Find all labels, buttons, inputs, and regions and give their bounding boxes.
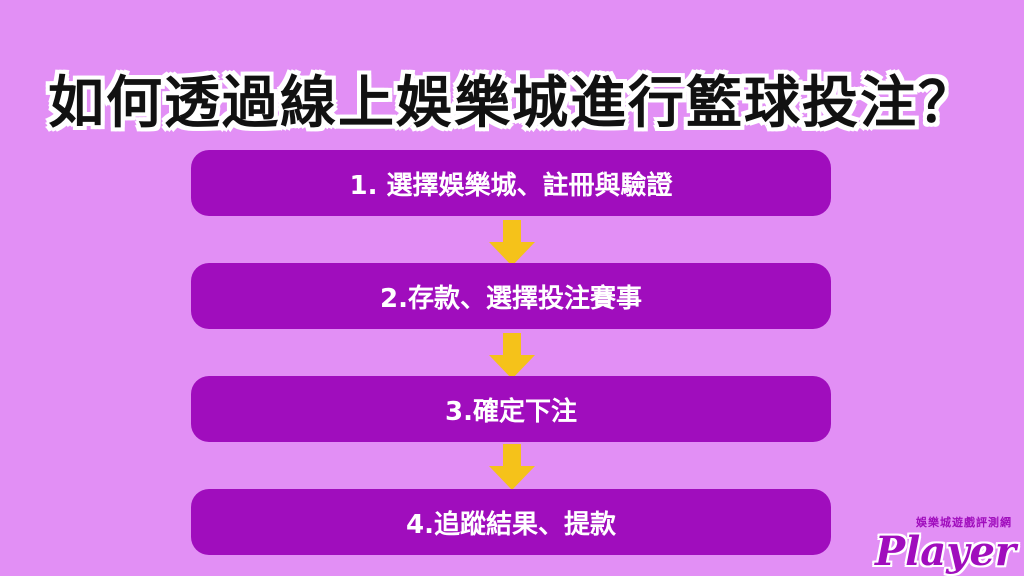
arrow-down-icon <box>489 444 535 490</box>
page-title: 如何透過線上娛樂城進行籃球投注？ <box>48 71 976 136</box>
logo-subtitle: 娛樂城遊戲評測網 <box>916 516 1012 529</box>
arrow-down-icon <box>489 220 535 266</box>
brand-logo: 娛樂城遊戲評測網 Player <box>848 512 1020 572</box>
step-4-box: 4.追蹤結果、提款 <box>191 489 831 555</box>
step-2-box: 2.存款、選擇投注賽事 <box>191 263 831 329</box>
step-1-box: 1. 選擇娛樂城、註冊與驗證 <box>191 150 831 216</box>
arrow-down-icon <box>489 333 535 379</box>
step-4-label: 4.追蹤結果、提款 <box>406 509 616 540</box>
step-2-label: 2.存款、選擇投注賽事 <box>380 283 642 314</box>
logo-name: Player <box>875 528 1016 575</box>
step-3-label: 3.確定下注 <box>445 396 577 427</box>
step-3-box: 3.確定下注 <box>191 376 831 442</box>
step-1-label: 1. 選擇娛樂城、註冊與驗證 <box>349 170 673 201</box>
